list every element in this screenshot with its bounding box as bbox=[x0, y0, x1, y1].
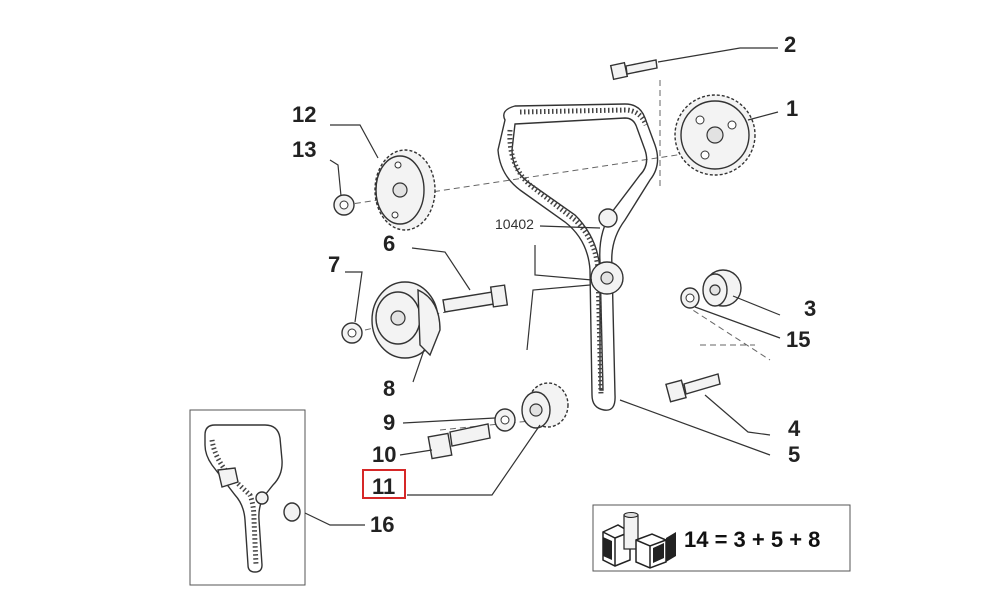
callout-7: 7 bbox=[328, 252, 340, 277]
callout-10: 10 bbox=[372, 442, 396, 467]
callout-8: 8 bbox=[383, 376, 395, 401]
callout-5: 5 bbox=[788, 442, 800, 467]
callout-13: 13 bbox=[292, 137, 316, 162]
timing-belt bbox=[497, 103, 659, 411]
belt-idler bbox=[590, 208, 624, 295]
kit-equation: 14 = 3 + 5 + 8 bbox=[684, 527, 820, 552]
washer-9 bbox=[494, 408, 516, 432]
kit-equation-box: 14 = 3 + 5 + 8 bbox=[592, 504, 851, 572]
callout-1: 1 bbox=[786, 96, 798, 121]
pulley-12 bbox=[374, 149, 436, 231]
camshaft-pulley-1 bbox=[674, 94, 756, 176]
callout-16: 16 bbox=[370, 512, 394, 537]
callout-12: 12 bbox=[292, 102, 316, 127]
callout-2: 2 bbox=[784, 32, 796, 57]
nut-7 bbox=[341, 322, 363, 344]
callout-9: 9 bbox=[383, 410, 395, 435]
belt-code-label: 10402 bbox=[495, 216, 534, 232]
callout-15: 15 bbox=[786, 327, 810, 352]
callout-6: 6 bbox=[383, 231, 395, 256]
bolt-6 bbox=[442, 284, 509, 313]
bolt-2 bbox=[609, 59, 658, 81]
callout-11: 11 bbox=[372, 474, 395, 499]
nut-13 bbox=[333, 194, 355, 216]
bolt-10 bbox=[427, 423, 491, 460]
roller-3 bbox=[702, 269, 742, 307]
leader-lines bbox=[304, 47, 781, 526]
bolt-4 bbox=[665, 373, 721, 403]
callout-3: 3 bbox=[804, 296, 816, 321]
kit-icon bbox=[602, 512, 676, 569]
callout-4: 4 bbox=[788, 416, 801, 441]
callout-11-highlight-box bbox=[362, 469, 406, 499]
callouts: 1 2 12 13 10402 6 7 3 15 8 9 4 10 5 11 1… bbox=[292, 32, 816, 537]
inset-box-16 bbox=[189, 409, 306, 586]
crankshaft-gear-11 bbox=[521, 382, 569, 429]
tensioner-8 bbox=[371, 281, 441, 359]
washer-15 bbox=[680, 287, 700, 309]
